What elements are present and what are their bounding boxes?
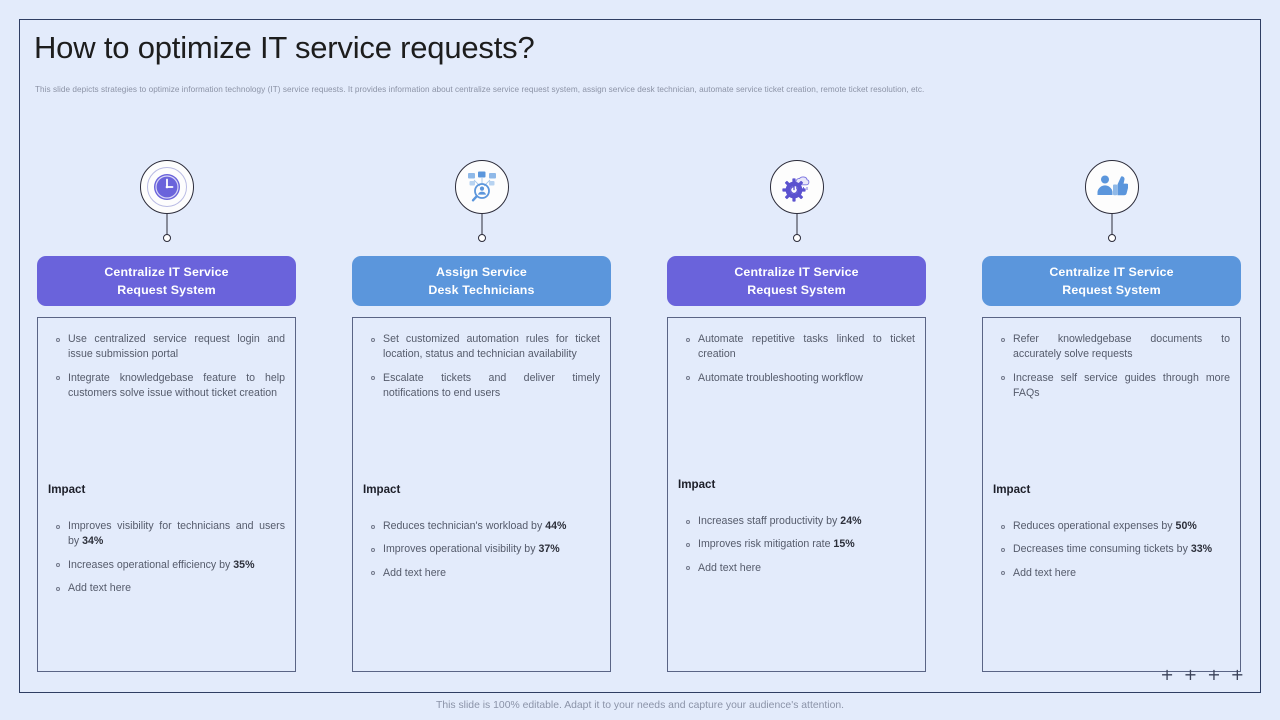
connector-stem [166,214,167,238]
impact-bullet: Add text here [363,566,600,581]
pill-title-line1: Centralize IT Service [104,265,229,279]
strategy-bullet: Increase self service guides through mor… [993,371,1230,402]
strategy-bullet-list: Use centralized service request login an… [48,332,285,402]
pill-title-line1: Assign Service [436,265,527,279]
impact-value: 33% [1190,543,1213,556]
strategy-bullet-list: Automate repetitive tasks linked to tick… [678,332,915,386]
connector-stem [1111,214,1112,238]
plus-marks-row: + + + + [1160,665,1244,684]
connector-dot [792,234,801,242]
medallion-wrap [352,160,611,242]
connector-dot [1107,234,1116,242]
strategy-bullet-list: Set customized automation rules for tick… [363,332,600,402]
impact-bullet: Reduces operational expenses by 50% [993,519,1230,534]
gear-automation-icon [781,176,809,202]
icon-medallion[interactable] [454,160,509,214]
impact-value: 34% [82,535,104,548]
icon-medallion[interactable] [139,160,194,214]
connector-stem [796,214,797,238]
impact-bullet: Improves visibility for technicians and … [48,519,285,550]
pill-title-line1: Centralize IT Service [1049,265,1174,279]
thumbs-up-user-icon [1097,175,1128,196]
strategy-bullet: Automate troubleshooting workflow [678,371,915,386]
slide-frame: How to optimize IT service requests? Thi… [19,19,1261,693]
column-body-box: Automate repetitive tasks linked to tick… [667,317,926,672]
impact-bullet: Improves risk mitigation rate 15% [678,537,915,552]
impact-bullet: Add text here [993,566,1230,581]
impact-bullet: Improves operational visibility by 37% [363,542,600,557]
impact-bullet: Increases operational efficiency by 35% [48,558,285,573]
strategy-bullet: Integrate knowledgebase feature to help … [48,371,285,402]
column-body-box: Use centralized service request login an… [37,317,296,672]
impact-heading: Impact [678,478,716,491]
column-body-box: Set customized automation rules for tick… [352,317,611,672]
impact-value: 35% [233,558,255,571]
pill-title-line2: Request System [117,283,216,297]
strategy-bullet: Use centralized service request login an… [48,332,285,363]
impact-bullet-list: Reduces technician's workload by 44% Impr… [363,519,600,589]
strategy-bullet: Automate repetitive tasks linked to tick… [678,332,915,363]
impact-bullet: Reduces technician's workload by 44% [363,519,600,534]
connector-dot [162,234,171,242]
impact-bullet: Add text here [48,581,285,596]
plus-mark-icon: + [1230,665,1244,684]
pill-title-line1: Centralize IT Service [734,265,859,279]
impact-bullet: Decreases time consuming tickets by 33% [993,542,1230,557]
plus-mark-icon: + [1183,665,1198,684]
impact-heading: Impact [363,483,401,496]
impact-heading: Impact [48,483,86,496]
impact-value: 37% [538,543,560,556]
page-title: How to optimize IT service requests? [34,30,535,65]
pill-title-line2: Request System [1062,283,1161,297]
technician-search-icon [467,171,496,202]
pill-title-line2: Desk Technicians [428,283,535,297]
strategy-bullet: Set customized automation rules for tick… [363,332,600,363]
icon-medallion[interactable] [1084,160,1139,214]
impact-bullet-list: Reduces operational expenses by 50% Decre… [993,519,1230,589]
impact-bullet: Increases staff productivity by 24% [678,514,915,529]
icon-medallion[interactable] [769,160,824,214]
connector-dot [477,234,486,242]
column-body-box: Refer knowledgebase documents to accurat… [982,317,1241,672]
impact-heading: Impact [993,483,1031,496]
connector-stem [481,214,482,238]
impact-value: 15% [833,538,855,551]
strategy-bullet: Refer knowledgebase documents to accurat… [993,332,1230,363]
impact-bullet-list: Increases staff productivity by 24% Impro… [678,514,915,584]
medallion-wrap [37,160,296,242]
medallion-wrap [667,160,926,242]
impact-bullet: Add text here [678,561,915,576]
impact-value: 24% [840,515,862,527]
impact-value: 50% [1175,520,1197,532]
pill-title-line2: Request System [747,283,846,297]
impact-bullet-list: Improves visibility for technicians and … [48,519,285,605]
strategy-bullet-list: Refer knowledgebase documents to accurat… [993,332,1230,402]
plus-mark-icon: + [1207,665,1221,684]
medallion-wrap [982,160,1241,242]
page-subtitle: This slide depicts strategies to optimiz… [35,85,925,94]
footer-note: This slide is 100% editable. Adapt it to… [435,700,845,711]
clock-icon [153,174,180,200]
strategy-bullet: Escalate tickets and deliver timely noti… [363,371,600,402]
plus-mark-icon: + [1160,665,1174,684]
impact-value: 44% [545,520,567,532]
